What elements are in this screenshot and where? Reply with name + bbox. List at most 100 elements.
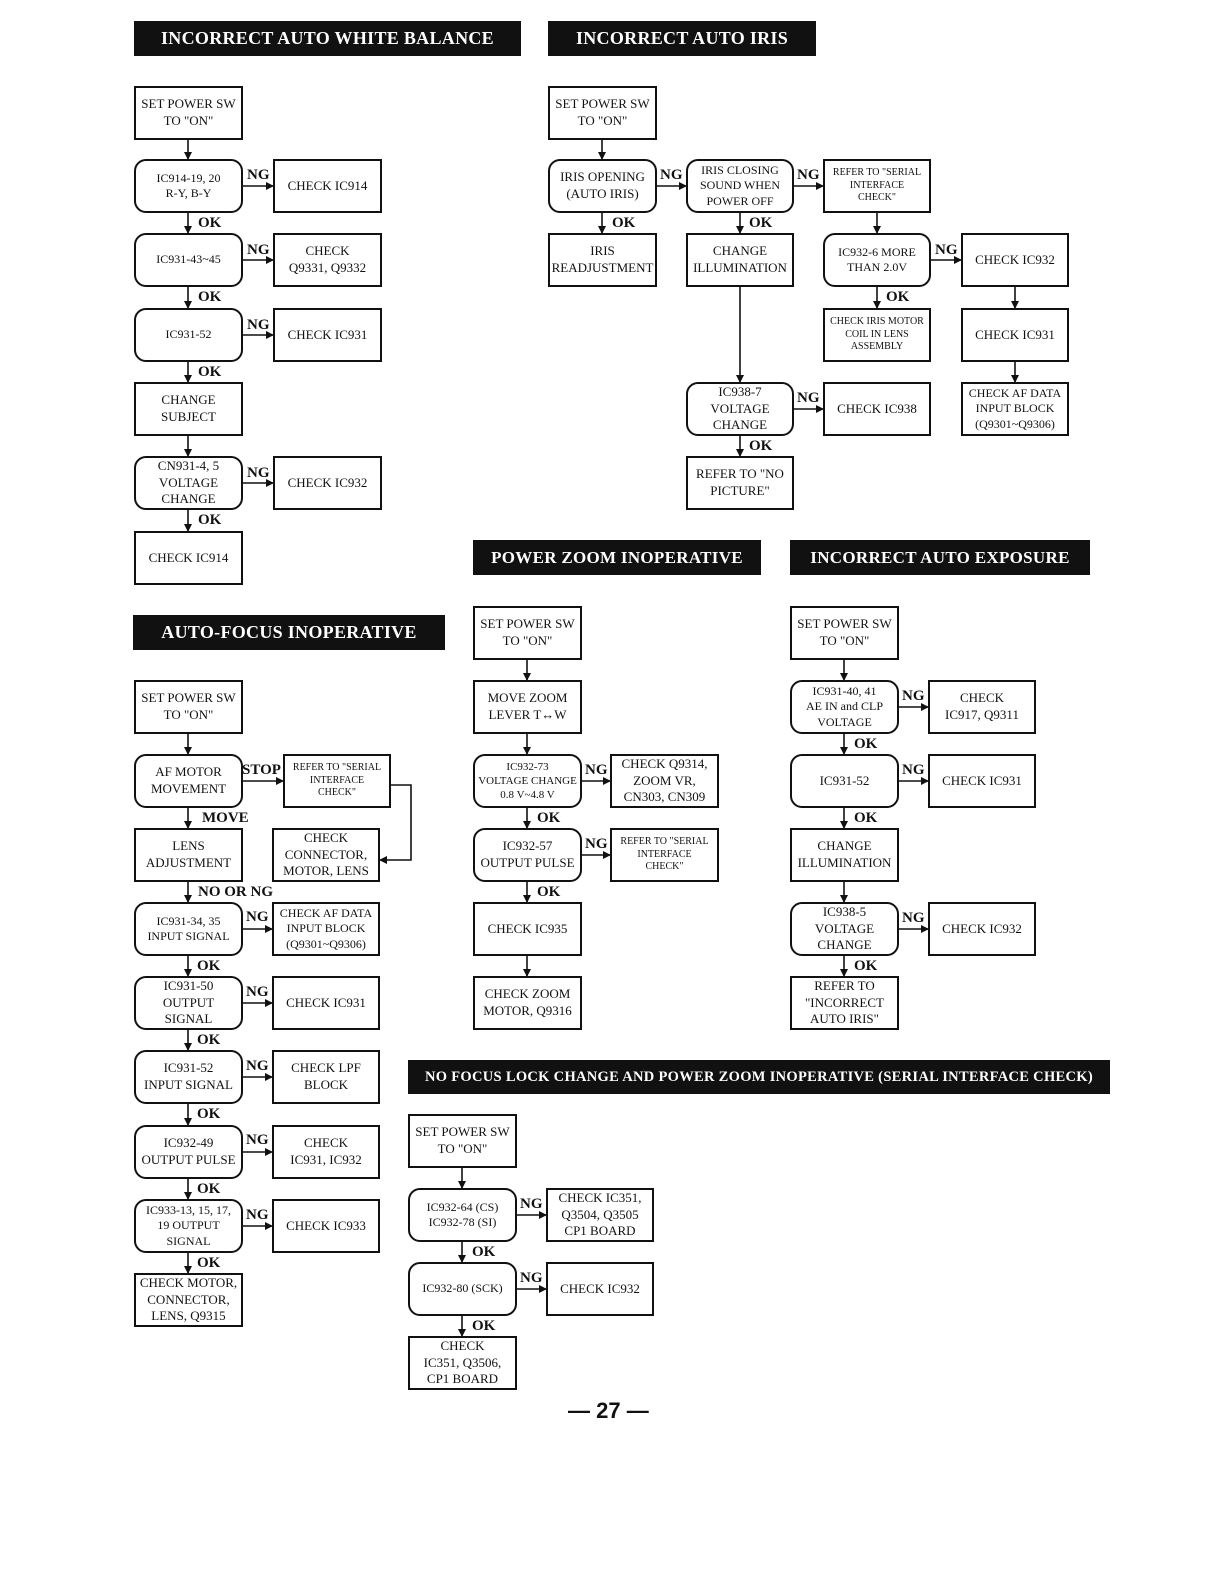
af-lens-adjustment-box: LENS ADJUSTMENT <box>134 828 243 882</box>
af-check-ic933-box: CHECK IC933 <box>272 1199 380 1253</box>
awb-check-ic931-box: CHECK IC931 <box>273 308 382 362</box>
af-ic931-50-box: IC931-50 OUTPUT SIGNAL <box>134 976 243 1030</box>
ok-label: OK <box>854 736 878 752</box>
awb-check-q9331-box: CHECK Q9331, Q9332 <box>273 233 382 287</box>
header-serial-interface: NO FOCUS LOCK CHANGE AND POWER ZOOM INOP… <box>408 1060 1110 1094</box>
connector-arrow <box>379 784 412 864</box>
ng-label: NG <box>935 242 958 258</box>
ok-label: OK <box>886 289 910 305</box>
pz-set-power-box: SET POWER SW TO "ON" <box>473 606 582 660</box>
af-check-motor-box: CHECK MOTOR, CONNECTOR, LENS, Q9315 <box>134 1273 243 1327</box>
serial-ic932-80-box: IC932-80 (SCK) <box>408 1262 517 1316</box>
header-auto-exposure: INCORRECT AUTO EXPOSURE <box>790 540 1090 575</box>
pz-check-q9314-box: CHECK Q9314, ZOOM VR, CN303, CN309 <box>610 754 719 808</box>
ok-label: OK <box>472 1318 496 1334</box>
ae-set-power-box: SET POWER SW TO "ON" <box>790 606 899 660</box>
iris-change-illumination-box: CHANGE ILLUMINATION <box>686 233 794 287</box>
ng-label: NG <box>246 1058 269 1074</box>
ok-label: OK <box>198 364 222 380</box>
iris-check-motor-box: CHECK IRIS MOTOR COIL IN LENS ASSEMBLY <box>823 308 931 362</box>
ng-label: NG <box>797 167 820 183</box>
ok-label: OK <box>749 438 773 454</box>
af-check-af-data-box: CHECK AF DATA INPUT BLOCK (Q9301~Q9306) <box>272 902 380 956</box>
pz-ic932-57-box: IC932-57 OUTPUT PULSE <box>473 828 582 882</box>
ng-label: NG <box>246 1132 269 1148</box>
ng-label: NG <box>246 984 269 1000</box>
awb-ic931-43-box: IC931-43~45 <box>134 233 243 287</box>
serial-final-check-box: CHECK IC351, Q3506, CP1 BOARD <box>408 1336 517 1390</box>
page-number: — 27 — <box>568 1398 649 1423</box>
awb-ic914-box: IC914-19, 20 R-Y, B-Y <box>134 159 243 213</box>
awb-cn931-box: CN931-4, 5 VOLTAGE CHANGE <box>134 456 243 510</box>
ok-label: OK <box>197 1255 221 1271</box>
awb-check-ic932-box: CHECK IC932 <box>273 456 382 510</box>
ae-check-ic932-box: CHECK IC932 <box>928 902 1036 956</box>
ae-ic931-40-box: IC931-40, 41 AE IN and CLP VOLTAGE <box>790 680 899 734</box>
serial-check-ic932-box: CHECK IC932 <box>546 1262 654 1316</box>
ng-label: NG <box>247 242 270 258</box>
ok-label: OK <box>197 1032 221 1048</box>
af-check-connector-box: CHECK CONNECTOR, MOTOR, LENS <box>272 828 380 882</box>
pz-check-zoom-motor-box: CHECK ZOOM MOTOR, Q9316 <box>473 976 582 1030</box>
ok-label: OK <box>854 810 878 826</box>
af-motor-movement-box: AF MOTOR MOVEMENT <box>134 754 243 808</box>
ok-label: OK <box>612 215 636 231</box>
pz-check-ic935-box: CHECK IC935 <box>473 902 582 956</box>
header-auto-focus: AUTO-FOCUS INOPERATIVE <box>133 615 445 650</box>
ng-label: NG <box>247 167 270 183</box>
af-check-lpf-box: CHECK LPF BLOCK <box>272 1050 380 1104</box>
ok-label: OK <box>198 289 222 305</box>
af-ic931-34-box: IC931-34, 35 INPUT SIGNAL <box>134 902 243 956</box>
ng-label: NG <box>902 688 925 704</box>
ok-label: OK <box>198 512 222 528</box>
iris-opening-box: IRIS OPENING (AUTO IRIS) <box>548 159 657 213</box>
ng-label: NG <box>520 1270 543 1286</box>
iris-check-ic931-box: CHECK IC931 <box>961 308 1069 362</box>
header-auto-iris: INCORRECT AUTO IRIS <box>548 21 816 56</box>
ng-label: NG <box>797 390 820 406</box>
ng-label: NG <box>246 1207 269 1223</box>
ng-label: NG <box>585 836 608 852</box>
iris-check-ic938-box: CHECK IC938 <box>823 382 931 436</box>
serial-set-power-box: SET POWER SW TO "ON" <box>408 1114 517 1168</box>
ae-ic931-52-box: IC931-52 <box>790 754 899 808</box>
af-ic931-52-box: IC931-52 INPUT SIGNAL <box>134 1050 243 1104</box>
iris-readjustment-box: IRIS READJUSTMENT <box>548 233 657 287</box>
ok-label: OK <box>198 215 222 231</box>
ok-label: OK <box>749 215 773 231</box>
stop-label: STOP <box>242 762 281 778</box>
af-check-ic931-box: CHECK IC931 <box>272 976 380 1030</box>
ok-label: OK <box>197 958 221 974</box>
af-ic933-box: IC933-13, 15, 17, 19 OUTPUT SIGNAL <box>134 1199 243 1253</box>
awb-check-ic914-box: CHECK IC914 <box>273 159 382 213</box>
header-power-zoom: POWER ZOOM INOPERATIVE <box>473 540 761 575</box>
af-set-power-box: SET POWER SW TO "ON" <box>134 680 243 734</box>
ng-label: NG <box>247 317 270 333</box>
iris-set-power-box: SET POWER SW TO "ON" <box>548 86 657 140</box>
no-or-ng-label: NO OR NG <box>198 884 273 900</box>
pz-refer-serial-box: REFER TO "SERIAL INTERFACE CHECK" <box>610 828 719 882</box>
ae-check-ic917-box: CHECK IC917, Q9311 <box>928 680 1036 734</box>
iris-refer-no-picture-box: REFER TO "NO PICTURE" <box>686 456 794 510</box>
ae-change-illumination-box: CHANGE ILLUMINATION <box>790 828 899 882</box>
iris-ic932-6-box: IC932-6 MORE THAN 2.0V <box>823 233 931 287</box>
ae-refer-iris-box: REFER TO "INCORRECT AUTO IRIS" <box>790 976 899 1030</box>
ok-label: OK <box>197 1106 221 1122</box>
move-label: MOVE <box>202 810 249 826</box>
ok-label: OK <box>537 884 561 900</box>
ng-label: NG <box>585 762 608 778</box>
ok-label: OK <box>472 1244 496 1260</box>
ng-label: NG <box>660 167 683 183</box>
ae-ic938-5-box: IC938-5 VOLTAGE CHANGE <box>790 902 899 956</box>
af-refer-serial-box: REFER TO "SERIAL INTERFACE CHECK" <box>283 754 391 808</box>
iris-check-ic932-box: CHECK IC932 <box>961 233 1069 287</box>
ng-label: NG <box>902 762 925 778</box>
awb-ic931-52-box: IC931-52 <box>134 308 243 362</box>
serial-check-ic351-box: CHECK IC351, Q3504, Q3505 CP1 BOARD <box>546 1188 654 1242</box>
iris-ic938-7-box: IC938-7 VOLTAGE CHANGE <box>686 382 794 436</box>
awb-change-subject-box: CHANGE SUBJECT <box>134 382 243 436</box>
awb-set-power-box: SET POWER SW TO "ON" <box>134 86 243 140</box>
ng-label: NG <box>520 1196 543 1212</box>
ng-label: NG <box>902 910 925 926</box>
